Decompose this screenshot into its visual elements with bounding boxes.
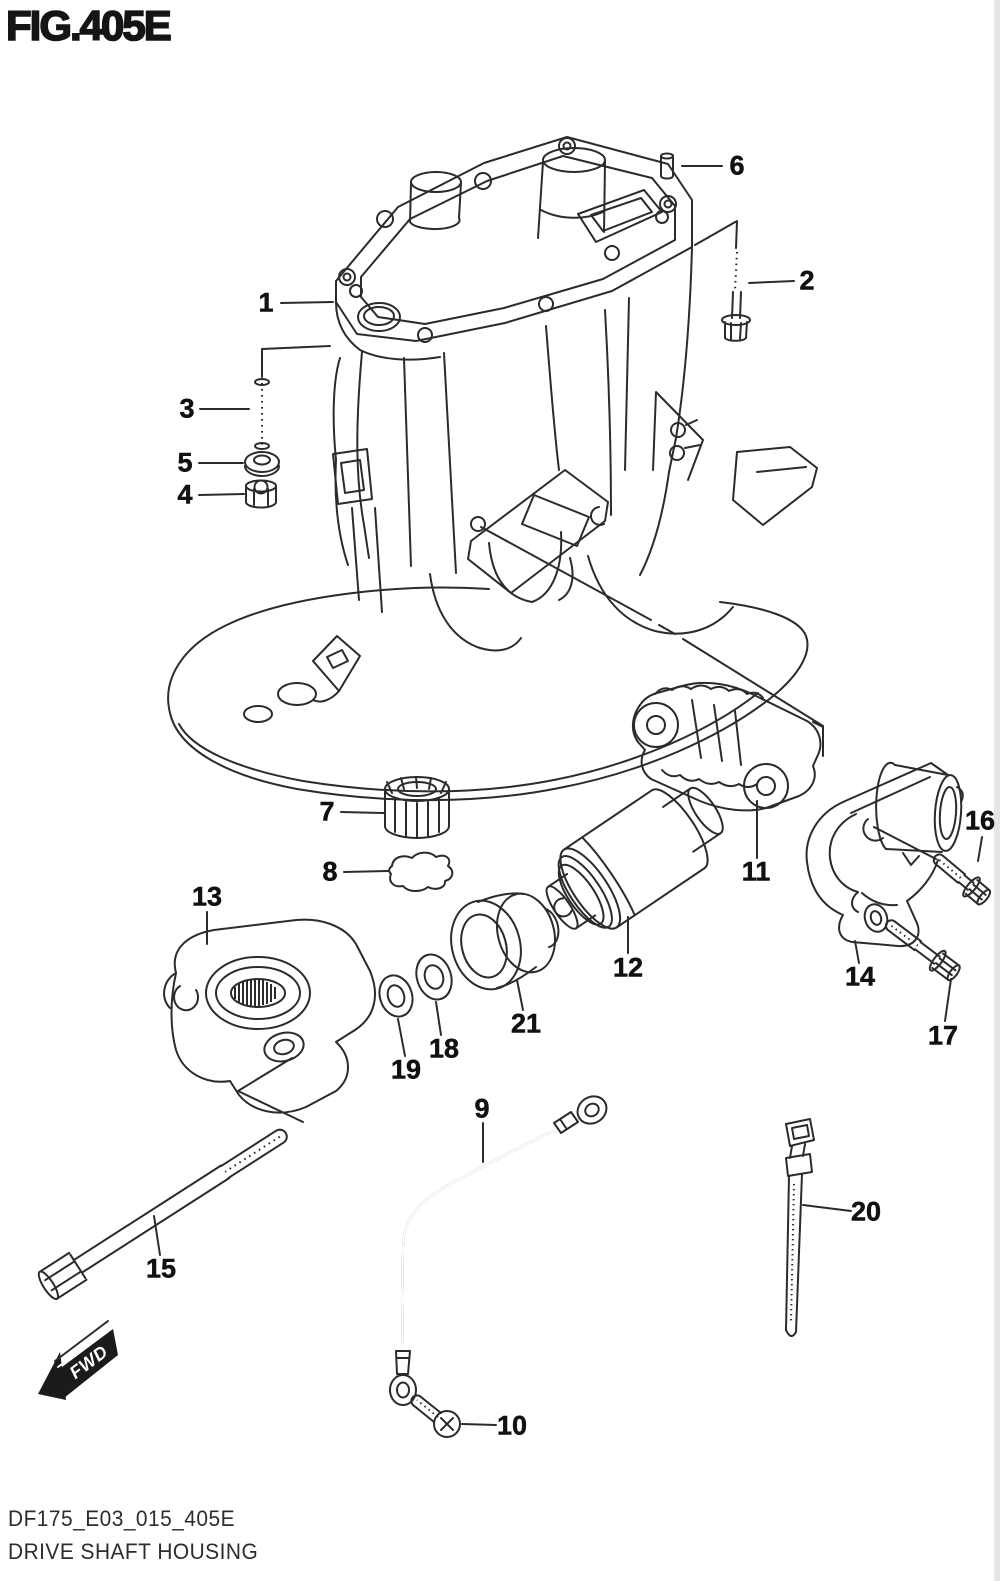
part-7-splined-bushing: [384, 776, 450, 839]
part-11-upper-mount-damper: [632, 681, 824, 812]
callout-8: 8: [322, 856, 338, 887]
callout-11: 11: [741, 856, 771, 887]
part-9-bonding-wire: [389, 1095, 608, 1406]
part-10-screw: [410, 1394, 461, 1438]
part-8-seal: [388, 851, 454, 892]
part-21-mount-cap: [450, 892, 560, 991]
scan-edge-artifact: [994, 0, 1000, 1581]
part-5-washer: [244, 451, 280, 477]
part-18-washer: [415, 953, 453, 1001]
callout-12: 12: [612, 952, 644, 983]
callout-21: 21: [510, 1008, 542, 1039]
part-2-bolt: [721, 251, 751, 342]
part-16-flange-bolt: [932, 853, 992, 906]
fwd-arrow: [38, 1320, 118, 1400]
part-12-center-mount-damper: [545, 786, 724, 930]
callout-2: 2: [799, 265, 815, 296]
callout-16: 16: [964, 805, 996, 836]
callout-19: 19: [390, 1054, 422, 1085]
figure-code: DF175_E03_015_405E: [8, 1506, 236, 1531]
callout-17: 17: [927, 1020, 959, 1051]
figure-caption: DRIVE SHAFT HOUSING: [8, 1539, 259, 1564]
part-14-mount-bracket-cover: [805, 761, 964, 948]
callout-7: 7: [319, 796, 335, 827]
callout-13: 13: [191, 881, 223, 912]
callout-18: 18: [428, 1033, 460, 1064]
callout-4: 4: [177, 479, 193, 510]
callout-5: 5: [177, 447, 193, 478]
part-13-mount-bracket: [163, 918, 376, 1123]
callout-3: 3: [179, 393, 195, 424]
callout-10: 10: [496, 1410, 528, 1441]
figure-title: FIG.405E: [5, 1, 172, 50]
part-20-cable-tie: [785, 1118, 815, 1337]
part-1-drive-shaft-housing: [167, 136, 937, 860]
callout-14: 14: [844, 961, 876, 992]
footer: DF175_E03_015_405E DRIVE SHAFT HOUSING: [8, 1506, 258, 1565]
part-17-flange-bolt: [884, 919, 961, 982]
callout-9: 9: [474, 1093, 490, 1124]
part-3-stud: [254, 378, 270, 450]
callout-15: 15: [145, 1253, 177, 1284]
callout-leader-lines: [153, 165, 983, 1426]
callout-1: 1: [258, 287, 274, 318]
callout-20: 20: [850, 1196, 882, 1227]
part-4-nut: [245, 479, 277, 509]
callout-6: 6: [729, 150, 745, 181]
part-6-dowel-pin: [660, 152, 674, 180]
part-19-washer: [378, 974, 414, 1018]
